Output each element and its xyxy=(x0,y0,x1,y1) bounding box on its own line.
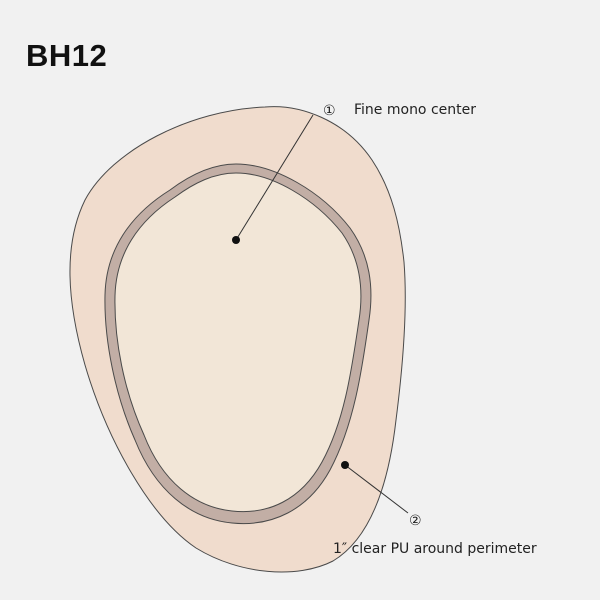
leader-line-clear-pu xyxy=(344,464,409,514)
label-fine-mono-center: Fine mono center xyxy=(354,102,476,118)
label-number-1: ① xyxy=(323,103,336,119)
leader-line-fine-mono xyxy=(235,114,314,241)
marker-dot-fine-mono xyxy=(232,236,240,244)
product-code-title: BH12 xyxy=(26,38,108,73)
marker-dot-clear-pu xyxy=(341,461,349,469)
label-clear-pu-perimeter: 1″ clear PU around perimeter xyxy=(333,541,537,557)
label-number-2: ② xyxy=(409,513,422,529)
fine-mono-center-area xyxy=(114,172,362,513)
